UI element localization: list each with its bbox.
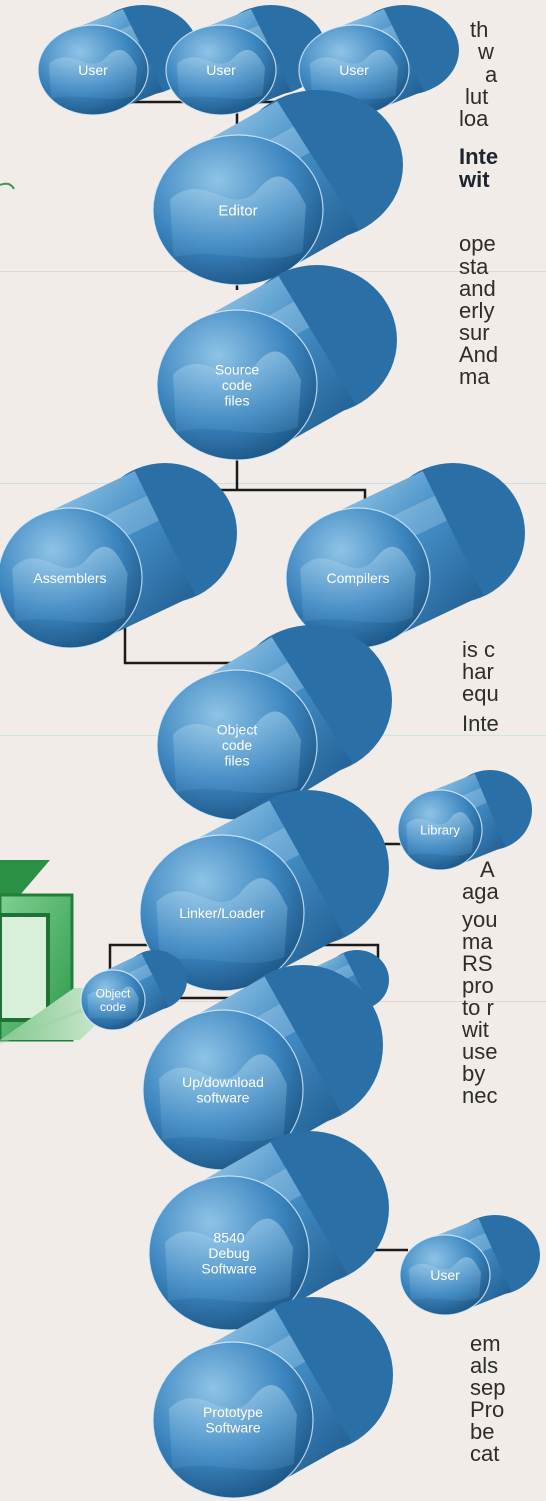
node-label: Editor — [218, 202, 257, 219]
node-label: Source — [215, 362, 260, 378]
user-node-debug: User — [400, 1215, 540, 1315]
node-label: Debug — [208, 1245, 249, 1261]
node-label: files — [225, 752, 250, 768]
node-label: User — [78, 62, 108, 78]
node-label: Software — [201, 1260, 256, 1276]
node-label: Up/download — [182, 1074, 264, 1090]
node-label: Prototype — [203, 1404, 263, 1420]
node-label: code — [222, 737, 253, 753]
node-label: 8540 — [213, 1230, 244, 1246]
node-label: User — [339, 62, 369, 78]
decorative-mark — [0, 184, 14, 189]
node-label: code — [222, 377, 253, 393]
node-label: software — [197, 1090, 250, 1106]
node-label: files — [225, 392, 250, 408]
node-label: Linker/Loader — [179, 905, 265, 921]
node-label: Object — [217, 722, 258, 738]
node-label: code — [100, 1000, 126, 1014]
node-label: Compilers — [326, 570, 389, 586]
library-node: Library — [398, 770, 532, 870]
editor-node: Editor — [153, 90, 403, 285]
node-label: User — [430, 1267, 460, 1283]
node-label: Assemblers — [33, 570, 106, 586]
node-label: User — [206, 62, 236, 78]
assemblers-node: Assemblers — [0, 463, 237, 648]
node-label: Library — [420, 823, 460, 838]
node-label: Object — [96, 987, 131, 1001]
node-label: Software — [205, 1420, 260, 1436]
